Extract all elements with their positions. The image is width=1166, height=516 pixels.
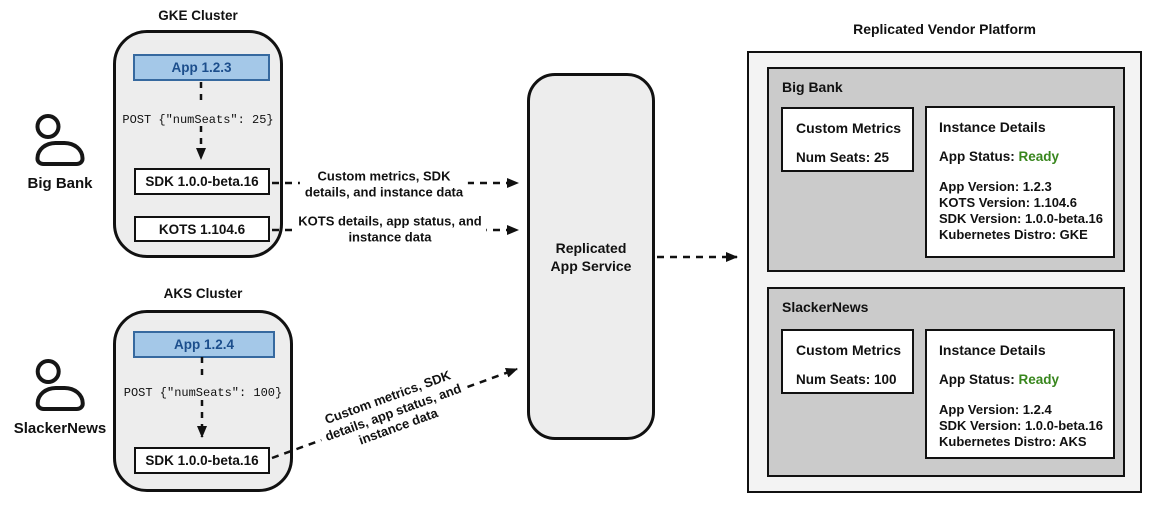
- detail-line: KOTS Version: 1.104.6: [939, 195, 1078, 210]
- user-big-bank: Big Bank: [27, 114, 93, 192]
- slackernews-custom-metrics-box: Custom Metrics Num Seats: 100: [781, 329, 914, 394]
- instance-detail-lines: App Version: 1.2.3 KOTS Version: 1.104.6…: [939, 179, 1113, 243]
- user-label: SlackerNews: [13, 420, 107, 437]
- big-bank-custom-metrics-box: Custom Metrics Num Seats: 25: [781, 107, 914, 172]
- replicated-vendor-platform: Big Bank Custom Metrics Num Seats: 25 In…: [747, 51, 1142, 493]
- app-status-line: App Status: Ready: [939, 149, 1113, 164]
- gke-post-label: POST {"numSeats": 25}: [122, 113, 274, 127]
- app-status-value: Ready: [1018, 149, 1060, 164]
- aks-cluster: App 1.2.4 POST {"numSeats": 100} SDK 1.0…: [113, 310, 293, 492]
- detail-line: SDK Version: 1.0.0-beta.16: [939, 211, 1104, 226]
- instance-details-title: Instance Details: [939, 342, 1046, 358]
- platform-title: Replicated Vendor Platform: [853, 21, 1036, 37]
- gke-sdk-box: SDK 1.0.0-beta.16: [134, 168, 270, 195]
- user-label: Big Bank: [27, 175, 93, 192]
- detail-line: Kubernetes Distro: GKE: [939, 227, 1088, 242]
- big-bank-instance-details-box: Instance Details App Status: Ready App V…: [925, 106, 1115, 258]
- gke-cluster-title: GKE Cluster: [158, 8, 238, 23]
- replicated-app-service-box: Replicated App Service: [527, 73, 655, 440]
- detail-line: SDK Version: 1.0.0-beta.16: [939, 418, 1104, 433]
- aks-sdk-arrow-label: Custom metrics, SDK details, app status,…: [312, 362, 474, 462]
- gke-cluster: App 1.2.3 POST {"numSeats": 25} SDK 1.0.…: [113, 30, 283, 258]
- kots-arrow-label: KOTS details, app status, and instance d…: [293, 212, 487, 246]
- num-seats-value: Num Seats: 100: [796, 372, 897, 387]
- sdk-arrow-label: Custom metrics, SDK details, and instanc…: [299, 167, 469, 201]
- person-icon: [35, 114, 85, 166]
- person-body-icon: [35, 141, 85, 166]
- custom-metrics-title: Custom Metrics: [796, 120, 902, 136]
- user-slackernews: SlackerNews: [13, 359, 107, 437]
- label-line: KOTS details, app status, and: [298, 213, 482, 229]
- detail-line: Kubernetes Distro: AKS: [939, 434, 1087, 449]
- gke-app-box: App 1.2.3: [133, 54, 270, 81]
- instance-detail-lines: App Version: 1.2.4 SDK Version: 1.0.0-be…: [939, 402, 1113, 450]
- app-status-label: App Status:: [939, 372, 1019, 387]
- app-status-label: App Status:: [939, 149, 1019, 164]
- person-head-icon: [35, 114, 61, 139]
- slackernews-instance-details-box: Instance Details App Status: Ready App V…: [925, 329, 1115, 459]
- section-big-bank: Big Bank Custom Metrics Num Seats: 25 In…: [767, 67, 1125, 272]
- app-status-line: App Status: Ready: [939, 372, 1113, 387]
- label-line: Custom metrics, SDK: [317, 168, 451, 184]
- person-head-icon: [35, 359, 61, 384]
- section-slackernews: SlackerNews Custom Metrics Num Seats: 10…: [767, 287, 1125, 477]
- section-name: SlackerNews: [782, 299, 869, 315]
- label-line: instance data: [348, 229, 432, 244]
- custom-metrics-title: Custom Metrics: [796, 342, 902, 358]
- aks-cluster-title: AKS Cluster: [163, 286, 243, 301]
- aks-post-label: POST {"numSeats": 100}: [123, 386, 283, 400]
- service-label-line1: Replicated: [555, 239, 627, 256]
- instance-details-title: Instance Details: [939, 119, 1046, 135]
- person-body-icon: [35, 386, 85, 411]
- detail-line: App Version: 1.2.3: [939, 179, 1052, 194]
- person-icon: [35, 359, 85, 411]
- aks-sdk-box: SDK 1.0.0-beta.16: [134, 447, 270, 474]
- aks-app-box: App 1.2.4: [133, 331, 275, 358]
- gke-kots-box: KOTS 1.104.6: [134, 216, 270, 242]
- app-status-value: Ready: [1018, 372, 1060, 387]
- service-label-line2: App Service: [550, 257, 632, 274]
- num-seats-value: Num Seats: 25: [796, 150, 890, 165]
- detail-line: App Version: 1.2.4: [939, 402, 1052, 417]
- label-line: details, and instance data: [304, 184, 464, 199]
- section-name: Big Bank: [782, 79, 843, 95]
